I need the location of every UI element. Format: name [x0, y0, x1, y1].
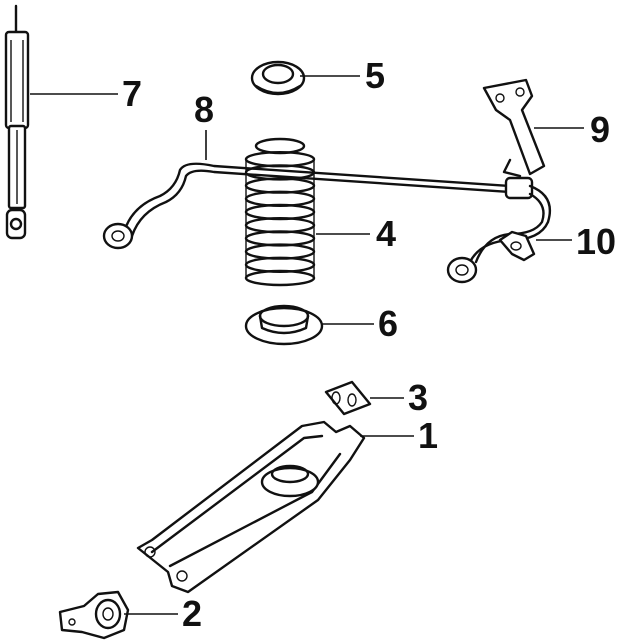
spring-coil-turn: [244, 256, 316, 273]
shock-absorber-part: [4, 4, 30, 240]
bushing-part: [324, 380, 372, 416]
upper-spring-seat-part: [250, 60, 306, 96]
callout-9: 9: [590, 109, 610, 150]
lower-control-arm-part: [136, 420, 366, 594]
spring-coil-turn: [244, 243, 316, 260]
spring-coil-turn: [244, 150, 316, 168]
callout-6: 6: [378, 303, 398, 344]
spring-coil-turn: [254, 137, 306, 155]
callout-1: 1: [418, 415, 438, 456]
callout-7: 7: [122, 73, 142, 114]
stabilizer-bar-part: [102, 162, 552, 284]
mount-bracket-part: [58, 590, 130, 640]
spring-coil-turn: [244, 216, 316, 234]
callout-2: 2: [182, 593, 202, 634]
spring-coil-turn: [244, 177, 316, 194]
callout-10: 10: [576, 221, 616, 262]
spring-coil-turn: [244, 269, 316, 287]
spring-coil-turn: [244, 190, 316, 208]
bushing-clamp-part: [498, 230, 536, 262]
spring-coil-turn: [244, 203, 316, 221]
callout-4: 4: [376, 213, 396, 254]
stabilizer-bracket-part: [482, 78, 546, 178]
callout-3: 3: [408, 377, 428, 418]
coil-spring-part: [244, 137, 316, 287]
lower-spring-seat-part: [244, 304, 324, 346]
callout-5: 5: [365, 55, 385, 96]
callout-8: 8: [194, 89, 214, 130]
spring-coil-turn: [244, 230, 316, 247]
